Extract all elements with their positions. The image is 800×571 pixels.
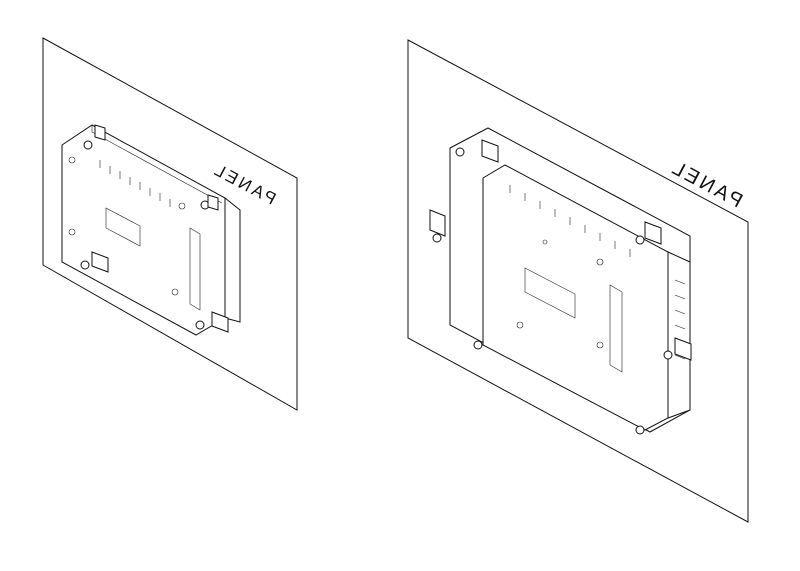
left-device	[61, 124, 241, 336]
right-view: PANEL	[407, 39, 749, 523]
right-device	[429, 127, 692, 435]
mounting-clip	[94, 124, 106, 141]
device-label-plate	[105, 207, 141, 247]
mounting-screw	[80, 140, 210, 330]
connector	[189, 227, 201, 311]
left-view: PANEL	[42, 37, 298, 411]
mounting-screw	[432, 147, 673, 435]
connector	[609, 284, 623, 373]
device-label-plate	[524, 267, 576, 319]
mounting-clip	[481, 139, 499, 163]
